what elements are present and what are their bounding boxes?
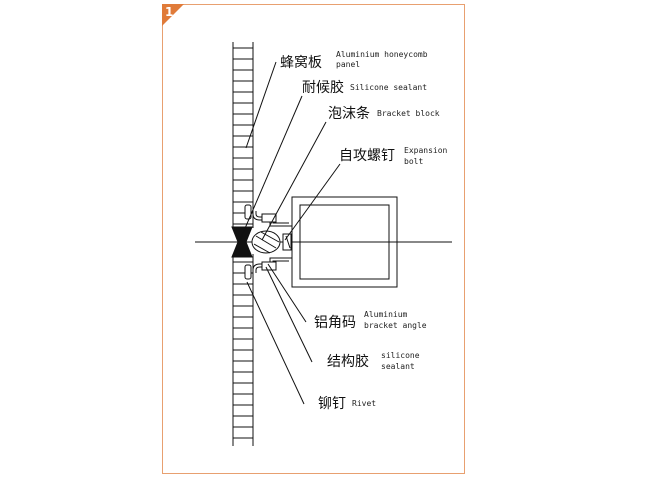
label-rivet: 铆钉 Rivet	[318, 396, 376, 412]
label-structural-sealant-en-1: silicone	[381, 351, 420, 360]
label-angle-cn: 铝角码	[314, 315, 356, 331]
steel-tube-frame	[291, 196, 398, 288]
label-weather-sealant-cn: 耐候胶	[302, 79, 344, 96]
label-angle: 铝角码 Aluminium bracket angle	[314, 310, 427, 331]
figure-number: 1	[165, 5, 174, 19]
label-foam-strip-en: Bracket block	[377, 109, 440, 118]
label-screw-en-2: bolt	[404, 157, 423, 166]
label-foam-strip: 泡沫条 Bracket block	[328, 105, 440, 122]
figure-frame	[162, 4, 465, 474]
label-rivet-en: Rivet	[352, 399, 376, 408]
label-structural-sealant-cn: 结构胶	[327, 353, 369, 370]
label-screw-cn: 自攻螺钉	[339, 148, 395, 164]
foam-backer-rod	[251, 230, 281, 254]
upper-honeycomb-panel	[232, 42, 254, 228]
leader-lines	[239, 61, 341, 405]
label-foam-strip-cn: 泡沫条	[328, 105, 370, 122]
label-honeycomb: 蜂窝板 Aluminium honeycomb panel	[280, 50, 428, 71]
label-structural-sealant-en-2: sealant	[381, 362, 415, 371]
label-honeycomb-en-2: panel	[336, 60, 360, 69]
label-angle-en-1: Aluminium	[364, 310, 408, 319]
label-angle-en-2: bracket angle	[364, 321, 427, 330]
label-screw-en-1: Expansion	[404, 146, 448, 155]
label-weather-sealant-en: Silicone sealant	[350, 83, 427, 92]
label-rivet-cn: 铆钉	[318, 396, 346, 412]
rivet	[244, 204, 252, 280]
label-weather-sealant: 耐候胶 Silicone sealant	[302, 79, 427, 96]
label-structural-sealant: 结构胶 silicone sealant	[327, 351, 420, 371]
label-honeycomb-cn: 蜂窝板	[280, 54, 322, 71]
label-honeycomb-en-1: Aluminium honeycomb	[336, 50, 428, 59]
figure-number-badge	[162, 4, 184, 26]
weather-sealant-bead	[231, 226, 253, 258]
label-screw: 自攻螺钉 Expansion bolt	[339, 146, 448, 166]
lower-honeycomb-panel	[232, 254, 254, 446]
